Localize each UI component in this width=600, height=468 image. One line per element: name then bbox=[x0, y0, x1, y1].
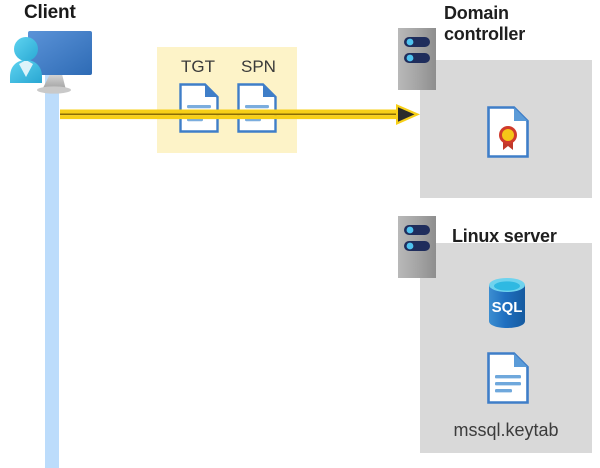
tgt-document-icon bbox=[179, 83, 219, 133]
linux-server-icon bbox=[398, 216, 436, 278]
linux-server-title: Linux server bbox=[452, 226, 557, 246]
flow-arrow bbox=[60, 104, 420, 126]
client-lifeline bbox=[45, 62, 59, 468]
domain-controller-title-line2: controller bbox=[444, 24, 526, 45]
linux-server-panel bbox=[420, 243, 592, 453]
domain-controller-server-icon bbox=[398, 28, 436, 90]
client-label: Client bbox=[24, 2, 76, 23]
message-label-tgt: TGT bbox=[181, 57, 215, 76]
message-highlight-box: TGT SPN bbox=[157, 47, 297, 153]
user-monitor-icon bbox=[4, 27, 96, 99]
keytab-file-label: mssql.keytab bbox=[453, 420, 559, 440]
domain-controller-title: Domain controller bbox=[444, 3, 596, 45]
sql-database-label: SQL bbox=[492, 299, 523, 316]
keytab-document-icon bbox=[487, 352, 529, 404]
certificate-document-icon bbox=[487, 106, 529, 158]
sql-database-icon: SQL bbox=[482, 276, 532, 330]
message-label-spn: SPN bbox=[241, 57, 276, 76]
domain-controller-title-line1: Domain bbox=[444, 3, 509, 23]
